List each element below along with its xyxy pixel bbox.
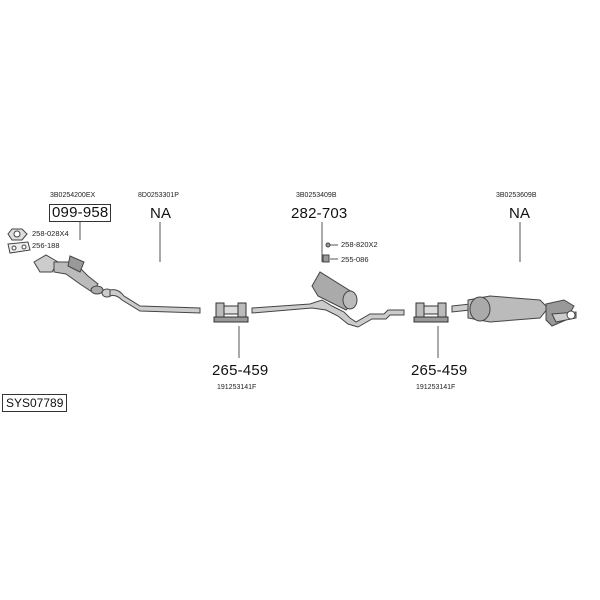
oe-number: 3B0253409B <box>296 192 337 199</box>
small-part-number[interactable]: 258-820X2 <box>341 240 378 249</box>
oe-number: 8D0253301P <box>138 192 179 199</box>
part-number[interactable]: 282-703 <box>291 205 348 222</box>
middle-silencer-icon <box>251 271 405 328</box>
gasket-icon <box>7 241 31 254</box>
clamp-oe-number: 191253141F <box>416 384 456 391</box>
small-part-number[interactable]: 255-086 <box>341 255 369 264</box>
bracket-icon <box>322 242 331 263</box>
intermediate-pipe-icon <box>101 288 201 314</box>
system-code: SYS07789 <box>2 394 68 412</box>
clamp-icon <box>413 302 449 323</box>
clamp-icon <box>213 302 249 323</box>
clamp-oe-number: 191253141F <box>217 384 257 391</box>
oe-number: 3B0253609B <box>496 192 537 199</box>
nut-icon <box>7 228 28 241</box>
oe-number: 3B0254200EX <box>50 192 96 199</box>
rear-silencer-icon <box>451 295 577 327</box>
small-part-number[interactable]: 258-028X4 <box>32 229 69 238</box>
part-number-boxed[interactable]: 099-958 <box>49 204 112 222</box>
part-number[interactable]: NA <box>509 205 531 222</box>
clamp-part-number[interactable]: 265-459 <box>212 362 269 379</box>
part-number[interactable]: NA <box>150 205 172 222</box>
front-pipe-icon <box>33 254 104 295</box>
small-part-number[interactable]: 256-188 <box>32 241 60 250</box>
clamp-part-number[interactable]: 265-459 <box>411 362 468 379</box>
